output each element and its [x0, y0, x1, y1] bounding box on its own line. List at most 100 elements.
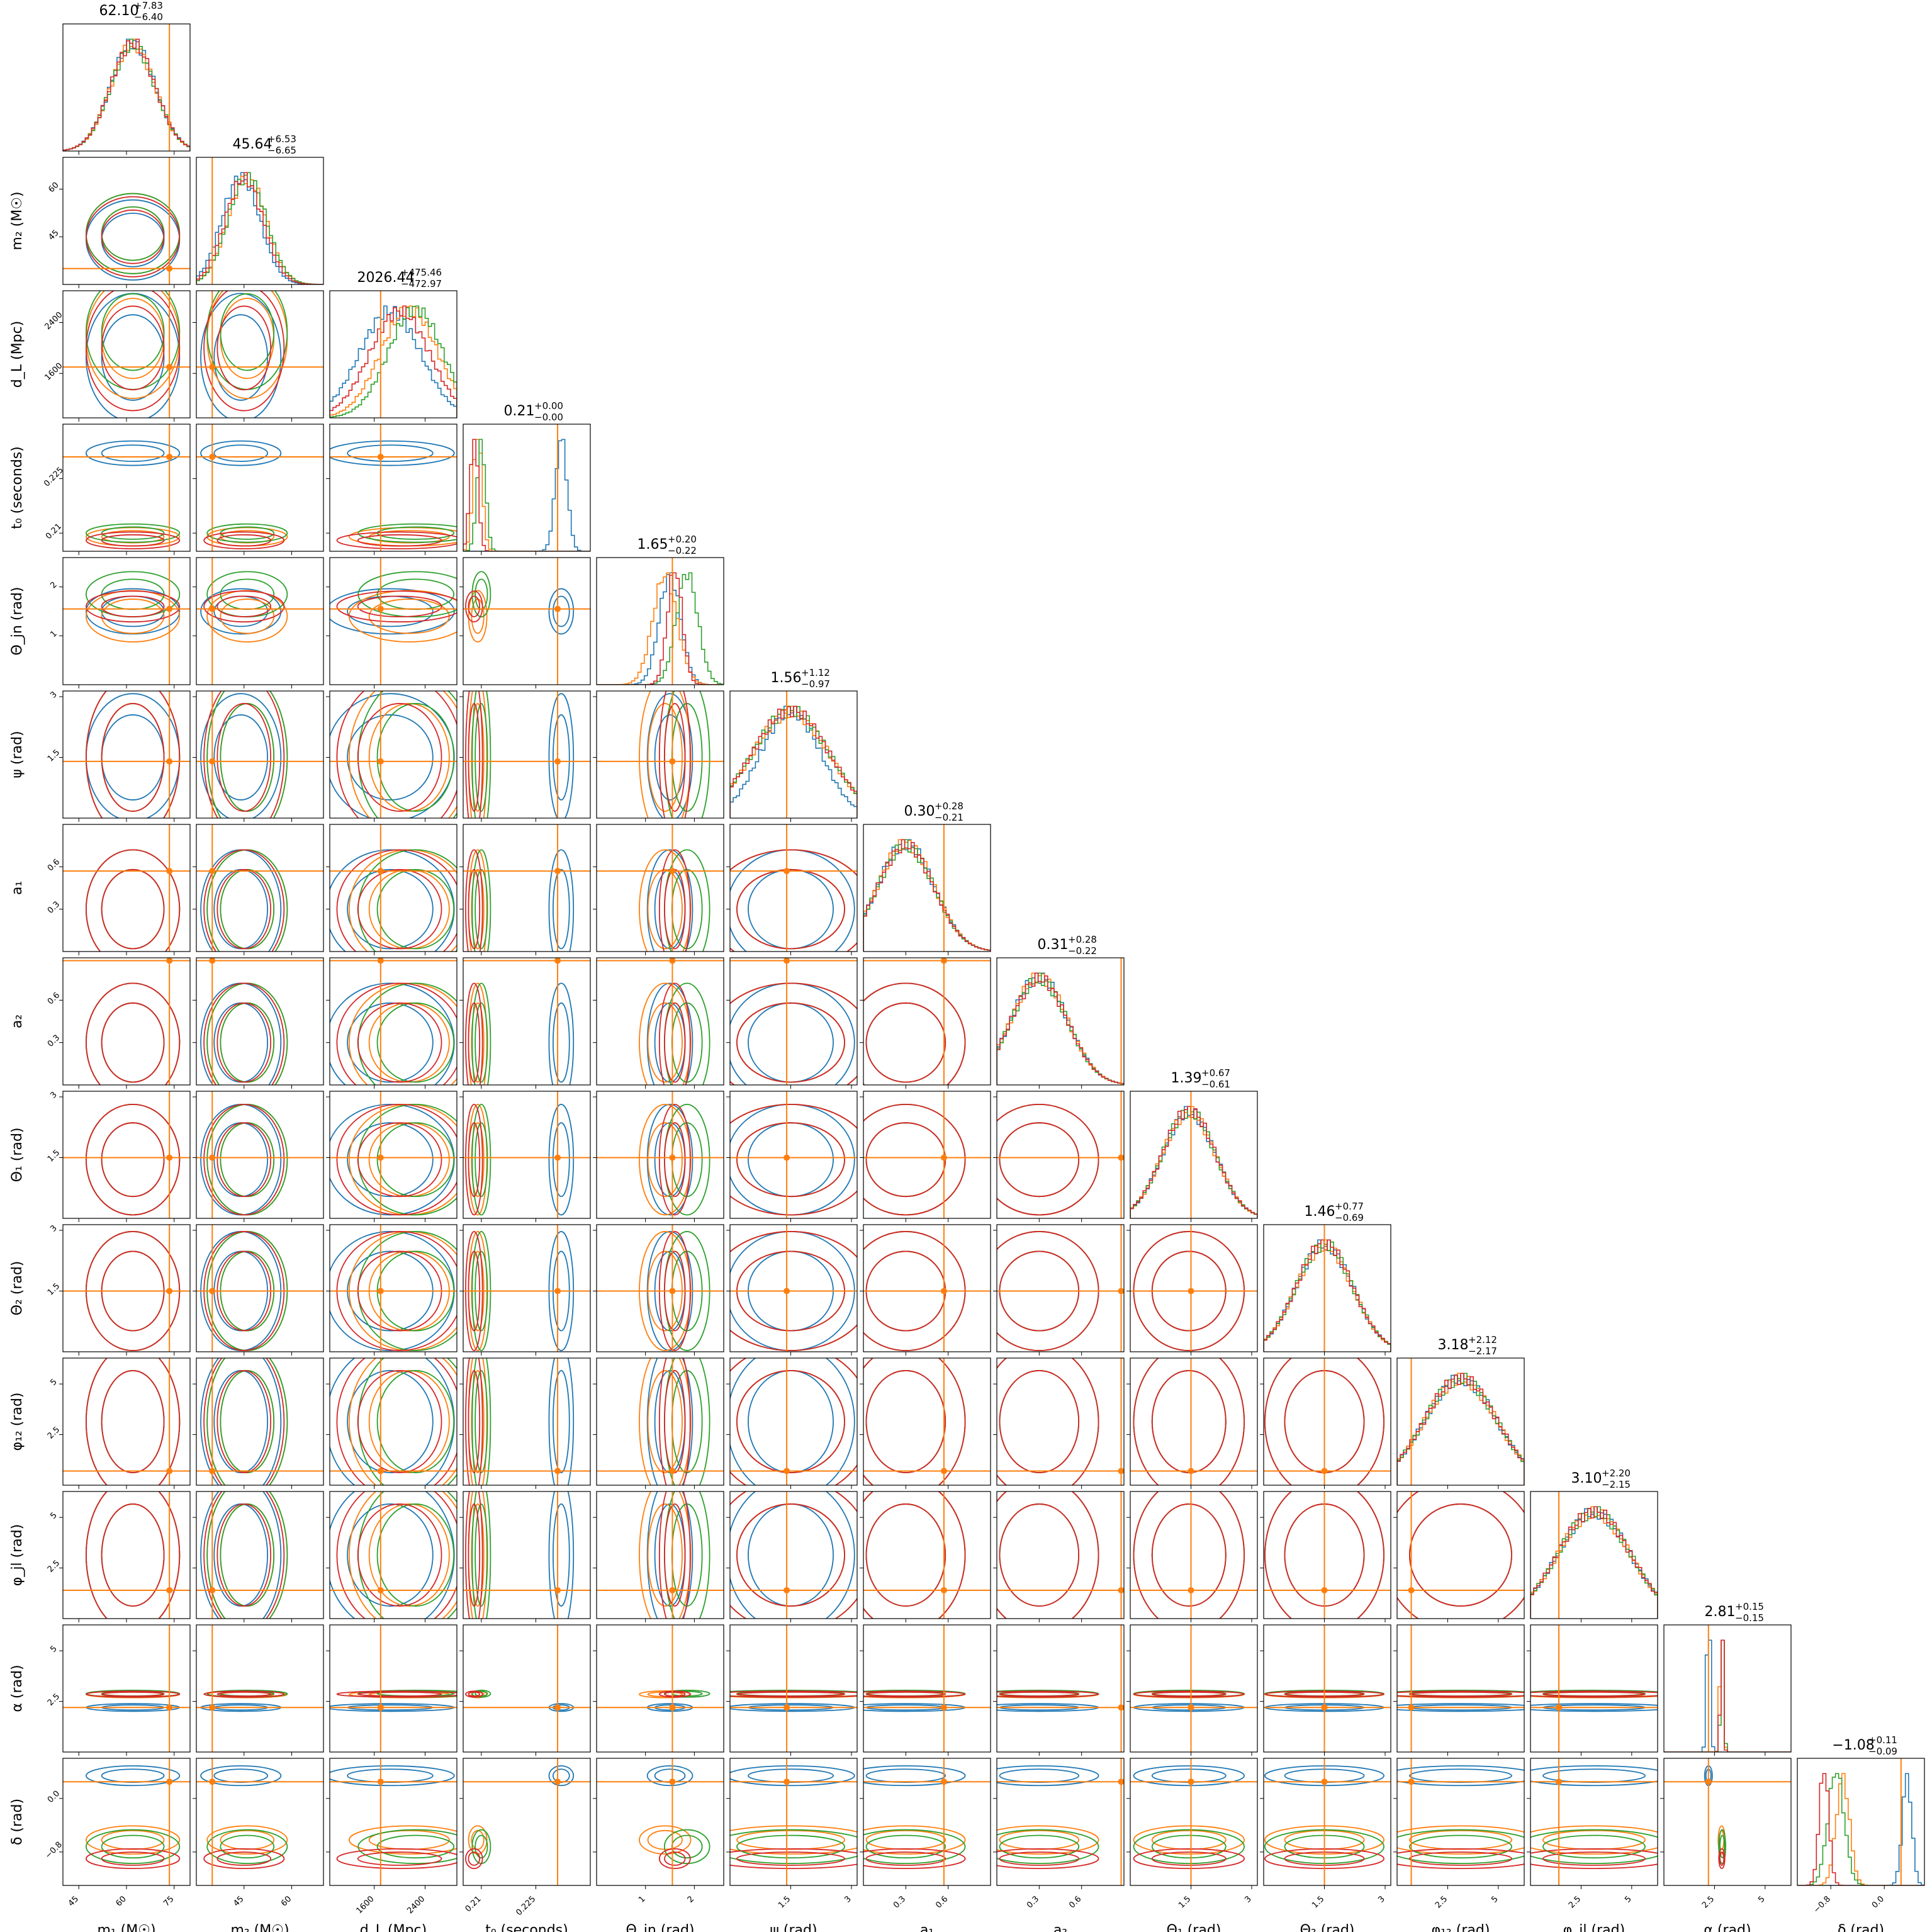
panel-7-1	[193, 957, 324, 1089]
panel-frame-5-3	[463, 690, 591, 819]
contour-10-1-series-0-level-1	[200, 1358, 282, 1485]
truth-marker-12-11	[1556, 1704, 1563, 1711]
contour-12-5-series-3-level-1	[730, 1690, 857, 1698]
truth-marker-9-2	[377, 1288, 384, 1295]
contour-13-1-series-3-level-1	[203, 1848, 285, 1870]
contour-8-5-series-1-level-1	[730, 1104, 857, 1216]
contour-3-1-series-2-level-1	[206, 523, 288, 543]
contour-11-3-series-0-level-1	[548, 1491, 575, 1619]
panel-12-0: 2.55	[46, 1624, 191, 1756]
y-axis-label-3: t₀ (seconds)	[9, 446, 25, 529]
contour-4-0-series-3-level-0	[101, 595, 165, 617]
contour-13-5-series-3-level-1	[730, 1848, 857, 1869]
contour-13-12-series-2-level-1	[1718, 1829, 1726, 1865]
contour-13-5-series-0-level-1	[730, 1765, 855, 1787]
panel-frame-12-12	[1663, 1624, 1792, 1753]
contour-10-6-series-0-level-1	[863, 1358, 966, 1485]
panel-frame-7-3	[463, 957, 591, 1086]
panel-4-0: 12	[48, 557, 191, 688]
panel-frame-10-4	[596, 1357, 724, 1486]
contour-4-0-series-2-level-0	[101, 578, 165, 610]
panel-6-0: 0.30.6	[46, 824, 191, 955]
summary-median-4: 1.65	[637, 537, 668, 553]
panel-frame-4-4	[596, 557, 724, 685]
contour-12-3-series-3-level-0	[468, 1691, 481, 1697]
truth-marker-10-7	[1118, 1468, 1124, 1474]
ytick-label-9-1: 3	[48, 1223, 59, 1233]
summary-plus-5: +1.12	[801, 667, 830, 678]
ytick-label-3-0: 0.21	[44, 522, 64, 541]
contour-7-3-series-0-level-1	[548, 982, 575, 1085]
contour-11-3-series-1-level-0	[471, 1503, 485, 1607]
panel-9-7	[993, 1224, 1125, 1356]
contour-7-5-series-3-level-1	[730, 982, 857, 1085]
panel-6-4	[593, 824, 724, 955]
contour-8-3-series-3-level-0	[468, 1122, 481, 1198]
contour-5-0-series-3-level-1	[85, 691, 181, 818]
ytick-label-11-1: 5	[48, 1510, 59, 1520]
truth-marker-11-7	[1118, 1587, 1124, 1593]
panel-frame-9-1	[196, 1224, 324, 1352]
contour-7-6-series-0-level-1	[863, 982, 966, 1085]
xtick-label-2-1: 2400	[405, 1894, 427, 1916]
panel-frame-7-0	[62, 957, 191, 1086]
panel-10-9	[1260, 1357, 1391, 1489]
panel-frame-13-9	[1263, 1758, 1391, 1886]
panel-12-4	[593, 1624, 724, 1756]
summary-plus-11: +2.20	[1602, 1468, 1631, 1479]
xtick-label-1-0: 45	[232, 1894, 245, 1908]
ytick-label-12-1: 5	[48, 1644, 59, 1654]
contour-4-2-series-0-level-1	[330, 588, 455, 635]
contour-6-2-series-2-level-1	[357, 849, 457, 952]
truth-marker-9-1	[209, 1288, 216, 1295]
contour-13-1-series-3-level-0	[216, 1851, 272, 1866]
summary-minus-1: −6.65	[267, 145, 296, 156]
panel-10-3	[459, 1357, 591, 1489]
ytick-label-7-0: 0.3	[46, 1033, 62, 1049]
contour-6-5-series-3-level-0	[736, 868, 845, 950]
contour-10-7-series-1-level-1	[997, 1358, 1099, 1485]
panel-frame-9-3	[463, 1224, 591, 1352]
truth-marker-12-9	[1321, 1704, 1328, 1711]
contour-7-1-series-3-level-1	[203, 982, 285, 1085]
contour-12-2-series-3-level-0	[357, 1691, 442, 1697]
truth-marker-10-1	[209, 1468, 216, 1474]
y-axis-label-2: d_L (Mpc)	[9, 321, 25, 388]
panel-7-2	[326, 957, 458, 1089]
contour-13-1-series-1-level-1	[206, 1825, 288, 1855]
truth-marker-11-5	[783, 1587, 790, 1593]
contour-13-12-series-3-level-0	[1719, 1851, 1725, 1866]
truth-marker-8-3	[554, 1154, 561, 1161]
contour-1-0-series-3-level-0	[101, 209, 165, 264]
contour-11-8-series-2-level-1	[1133, 1491, 1245, 1619]
summary-median-1: 45.64	[233, 137, 272, 152]
panel-frame-10-2	[329, 1357, 458, 1486]
panel-12-7	[993, 1624, 1125, 1756]
panel-10-8	[1126, 1357, 1258, 1489]
summary-minus-11: −2.15	[1602, 1479, 1631, 1490]
contour-13-8-series-3-level-1	[1133, 1848, 1245, 1870]
contour-11-7-series-1-level-1	[997, 1491, 1099, 1619]
truth-marker-13-5	[783, 1778, 790, 1785]
y-axis-label-5: ψ (rad)	[9, 731, 25, 778]
panel-frame-12-2	[329, 1624, 458, 1753]
contour-5-2-series-1-level-0	[368, 703, 450, 812]
contour-11-10-series-2-level-1	[1397, 1491, 1524, 1619]
contour-12-4-series-3-level-1	[658, 1690, 691, 1698]
contour-8-1-series-3-level-1	[203, 1104, 285, 1216]
truth-marker-13-8	[1188, 1778, 1194, 1785]
contour-5-0-series-1-level-1	[85, 691, 181, 818]
contour-4-3-series-2-level-0	[475, 578, 488, 610]
ytick-label-2-1: 2400	[43, 310, 65, 332]
contour-8-2-series-3-level-1	[336, 1104, 457, 1216]
contour-8-6-series-3-level-0	[865, 1122, 946, 1198]
contour-11-2-series-0-level-0	[347, 1503, 434, 1607]
contour-3-0-series-3-level-0	[101, 534, 165, 547]
panel-11-1	[193, 1491, 324, 1622]
contour-5-3-series-3-level-0	[468, 703, 481, 812]
contour-7-5-series-0-level-0	[748, 1002, 834, 1083]
contour-10-5-series-2-level-1	[730, 1358, 857, 1485]
panel-frame-11-9	[1263, 1491, 1391, 1619]
